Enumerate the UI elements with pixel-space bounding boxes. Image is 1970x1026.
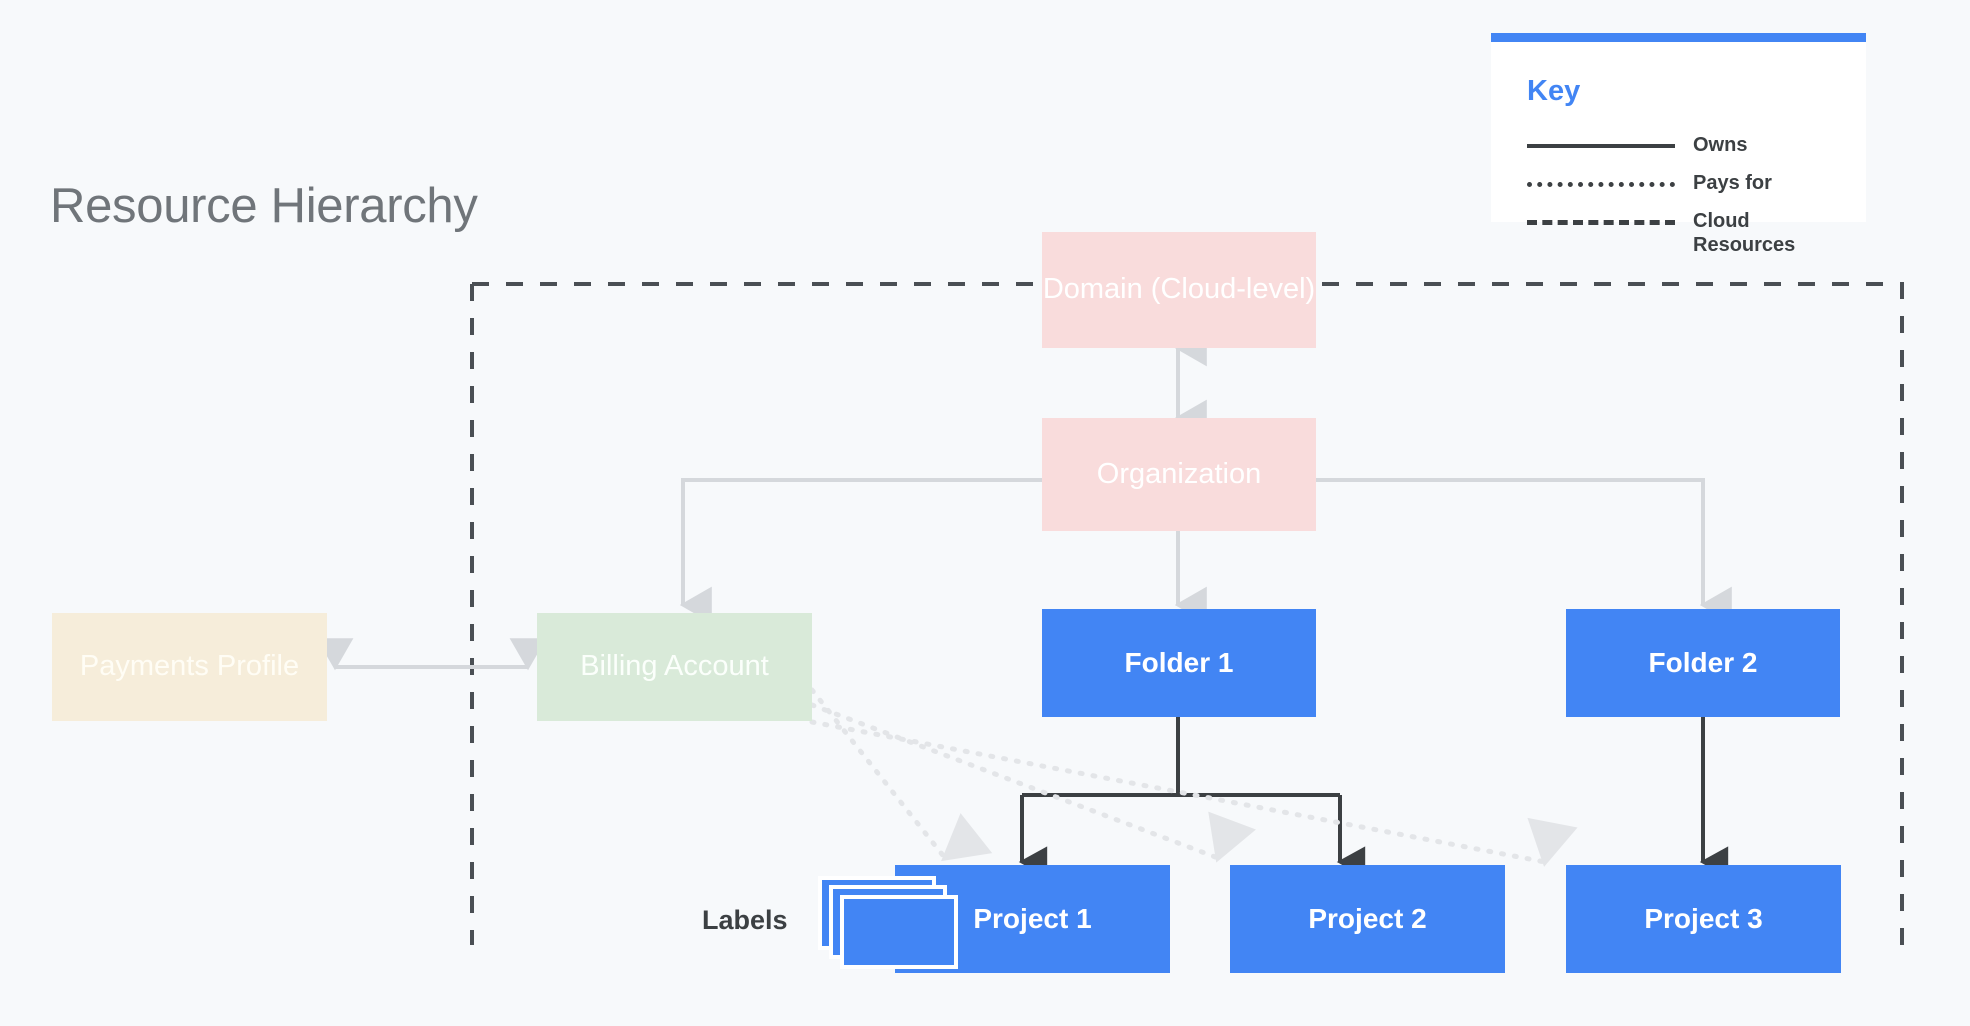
key-accent-bar (1491, 33, 1866, 42)
dotted-line-icon (1527, 182, 1675, 187)
page-title: Resource Hierarchy (50, 179, 478, 233)
label-card-front (840, 895, 958, 969)
node-project-2-label: Project 2 (1308, 902, 1427, 934)
node-payments-profile[interactable]: Payments Profile (52, 613, 327, 721)
key-entry-pays-for-label: Pays for (1693, 172, 1772, 194)
node-folder-2[interactable]: Folder 2 (1566, 609, 1840, 717)
labels-caption: Labels (702, 905, 788, 935)
labels-stack-icon (818, 876, 958, 969)
node-project-2[interactable]: Project 2 (1230, 865, 1505, 973)
node-billing-account[interactable]: Billing Account (537, 613, 812, 721)
node-project-3[interactable]: Project 3 (1566, 865, 1841, 973)
node-payments-profile-label: Payments Profile (79, 650, 300, 683)
key-entry-owns-label: Owns (1693, 134, 1748, 156)
node-domain-label: Domain (Cloud-level) (1042, 273, 1316, 306)
node-folder-1-label: Folder 1 (1124, 646, 1234, 678)
solid-line-icon (1527, 144, 1675, 148)
key-title: Key (1527, 75, 1581, 107)
key-entry-pays-for: Pays for (1527, 171, 1857, 195)
node-project-3-label: Project 3 (1644, 902, 1763, 934)
node-folder-1[interactable]: Folder 1 (1042, 609, 1316, 717)
node-folder-2-label: Folder 2 (1648, 646, 1758, 678)
key-entry-cloud-resources-label: Cloud Resources (1693, 210, 1796, 257)
node-project-1-label: Project 1 (973, 902, 1092, 934)
key-panel: Key Owns Pays for Cloud Resources (1491, 33, 1866, 256)
key-entry-cloud-resources: Cloud Resources (1527, 209, 1857, 258)
key-entry-owns: Owns (1527, 133, 1857, 157)
node-domain[interactable]: Domain (Cloud-level) (1042, 232, 1316, 348)
node-organization-label: Organization (1096, 457, 1262, 490)
node-organization[interactable]: Organization (1042, 418, 1316, 531)
node-billing-account-label: Billing Account (580, 650, 769, 683)
dashed-line-icon (1527, 220, 1675, 225)
